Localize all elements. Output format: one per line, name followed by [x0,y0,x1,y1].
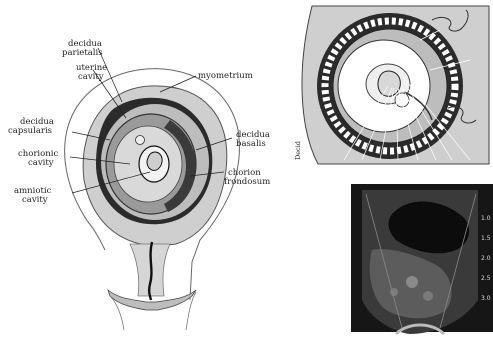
yolk-sac [136,136,145,145]
ultrasound-image: 1.0 1.5 2.0 2.5 3.0 [351,184,493,334]
scale-tick-5: 3.0 [481,295,491,302]
scale-tick-3: 2.0 [481,255,491,262]
label-decidua-basalis-2: basalis [236,139,266,149]
label-decidua-parietalis-2: parietalis [62,48,103,58]
label-decidua-capsularis-2: capsularis [8,126,52,136]
ultrasound-echo-bright-1 [406,276,418,288]
ultrasound-echo-bright-2 [423,291,433,301]
scale-tick-4: 2.5 [481,275,491,282]
scale-tick-1: 1.0 [481,215,491,222]
label-uterine-cavity-2: cavity [78,72,104,82]
gestational-sac-diagram: Decid [286,6,489,164]
label-chorionic-cavity-2: cavity [28,158,54,168]
uterus-outer-contour-left [88,222,105,250]
label-decid: Decid [294,141,302,160]
embryo [147,152,162,170]
sac-embryo [378,71,400,96]
label-amniotic-cavity-2: cavity [22,195,48,205]
label-myometrium: myometrium [198,71,253,81]
scale-tick-2: 1.5 [481,235,491,242]
sac-yolk-sac [395,93,409,107]
label-chorion-frondosum-2: frondosum [224,177,270,187]
uterus-diagram [65,48,240,330]
